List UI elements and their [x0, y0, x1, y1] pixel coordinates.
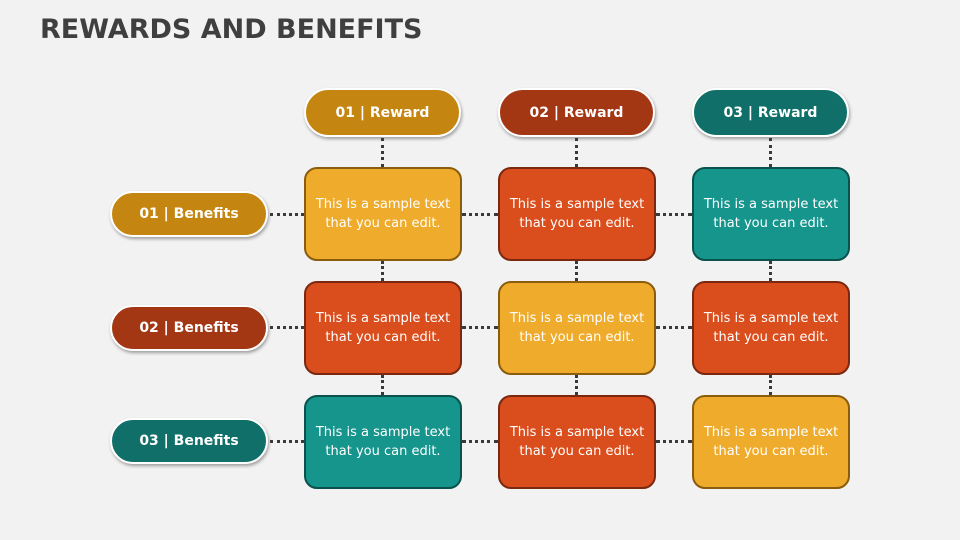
connector-line — [769, 138, 772, 167]
grid-card-r3-c3[interactable]: This is a sample text that you can edit. — [692, 395, 850, 489]
connector-line — [656, 440, 692, 443]
card-text: This is a sample text that you can edit. — [703, 197, 839, 231]
card-text: This is a sample text that you can edit. — [509, 311, 645, 345]
grid-card-r2-c1[interactable]: This is a sample text that you can edit. — [304, 281, 462, 375]
connector-line — [381, 138, 384, 167]
connector-line — [270, 213, 304, 216]
benefit-pill-03[interactable]: 03 | Benefits — [110, 418, 268, 464]
connector-line — [575, 375, 578, 395]
benefit-pill-02[interactable]: 02 | Benefits — [110, 305, 268, 351]
card-text: This is a sample text that you can edit. — [509, 197, 645, 231]
card-text: This is a sample text that you can edit. — [315, 197, 451, 231]
connector-line — [462, 326, 498, 329]
connector-line — [769, 375, 772, 395]
card-text: This is a sample text that you can edit. — [703, 425, 839, 459]
reward-pill-03[interactable]: 03 | Reward — [692, 88, 849, 137]
grid-card-r1-c1[interactable]: This is a sample text that you can edit. — [304, 167, 462, 261]
connector-line — [270, 326, 304, 329]
grid-card-r2-c3[interactable]: This is a sample text that you can edit. — [692, 281, 850, 375]
card-text: This is a sample text that you can edit. — [703, 311, 839, 345]
card-text: This is a sample text that you can edit. — [315, 311, 451, 345]
connector-line — [381, 261, 384, 281]
grid-card-r1-c2[interactable]: This is a sample text that you can edit. — [498, 167, 656, 261]
connector-line — [575, 261, 578, 281]
grid-card-r2-c2[interactable]: This is a sample text that you can edit. — [498, 281, 656, 375]
grid-card-r3-c1[interactable]: This is a sample text that you can edit. — [304, 395, 462, 489]
benefit-pill-01[interactable]: 01 | Benefits — [110, 191, 268, 237]
card-text: This is a sample text that you can edit. — [509, 425, 645, 459]
card-text: This is a sample text that you can edit. — [315, 425, 451, 459]
connector-line — [656, 326, 692, 329]
connector-line — [656, 213, 692, 216]
page-title: REWARDS AND BENEFITS — [40, 14, 423, 45]
connector-line — [769, 261, 772, 281]
connector-line — [381, 375, 384, 395]
grid-card-r1-c3[interactable]: This is a sample text that you can edit. — [692, 167, 850, 261]
grid-card-r3-c2[interactable]: This is a sample text that you can edit. — [498, 395, 656, 489]
reward-pill-01[interactable]: 01 | Reward — [304, 88, 461, 137]
reward-pill-02[interactable]: 02 | Reward — [498, 88, 655, 137]
connector-line — [270, 440, 304, 443]
connector-line — [575, 138, 578, 167]
connector-line — [462, 213, 498, 216]
connector-line — [462, 440, 498, 443]
